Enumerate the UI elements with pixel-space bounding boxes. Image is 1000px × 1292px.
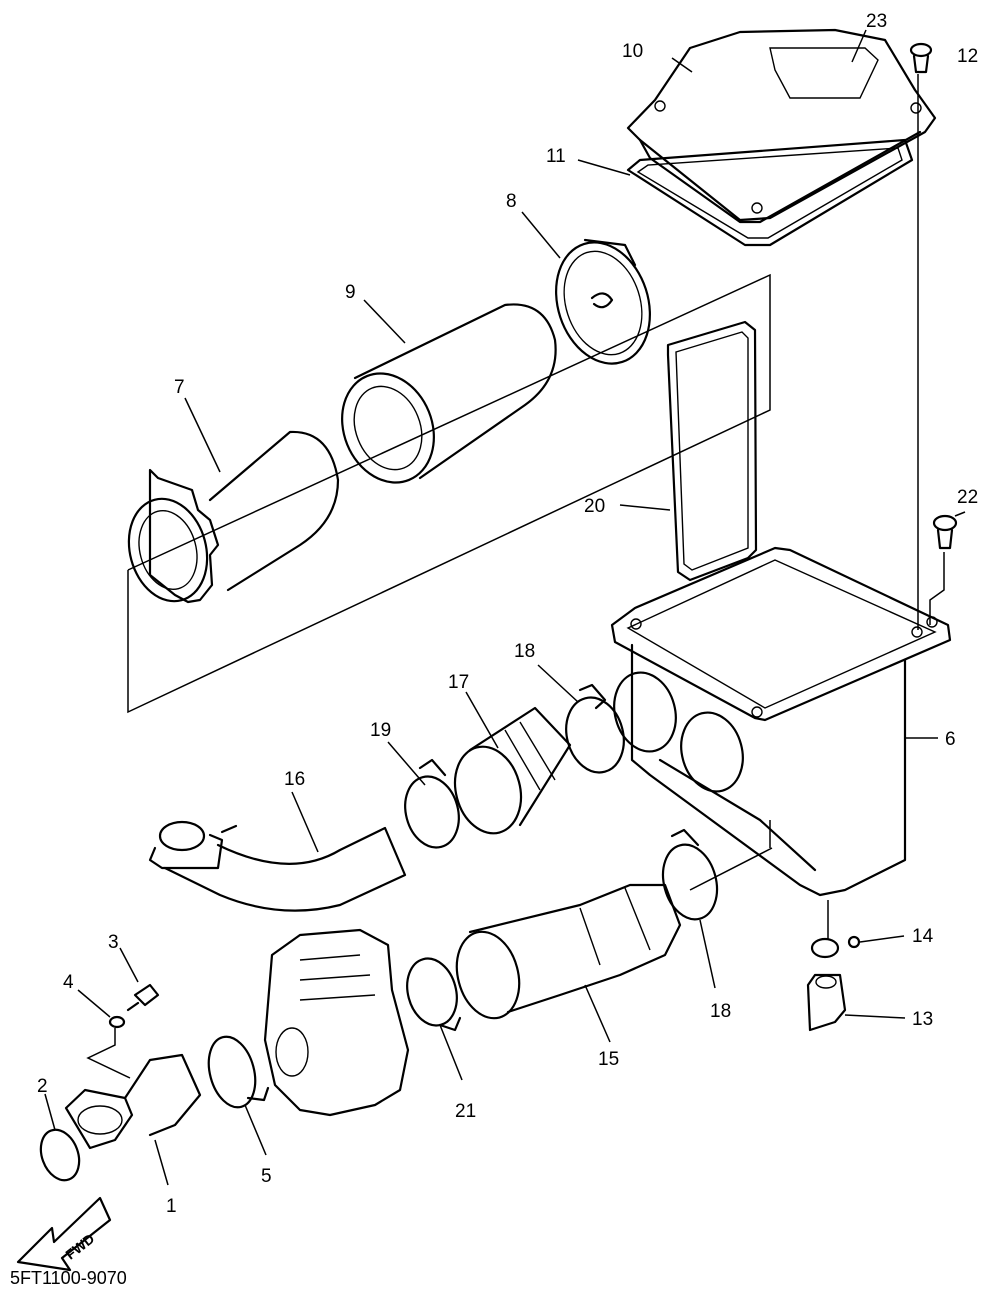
engine-outline bbox=[263, 928, 410, 1117]
callout-13: 13 bbox=[912, 1009, 933, 1030]
filter-cap bbox=[555, 238, 651, 365]
filter-sheet bbox=[666, 320, 758, 582]
callout-22: 22 bbox=[957, 487, 978, 508]
inner-filter bbox=[127, 430, 340, 604]
clamp-19 bbox=[404, 758, 460, 849]
intake-duct bbox=[148, 820, 407, 912]
callout-5: 5 bbox=[261, 1166, 272, 1187]
callout-6: 6 bbox=[945, 729, 956, 750]
clamp-21 bbox=[406, 957, 462, 1032]
air-filter-case bbox=[610, 546, 952, 897]
case-bolt bbox=[929, 514, 958, 625]
callout-2: 2 bbox=[37, 1076, 48, 1097]
callout-14: 14 bbox=[912, 926, 934, 947]
outer-filter-element bbox=[341, 303, 557, 484]
callout-11: 11 bbox=[546, 146, 566, 167]
forward-arrow: FWD bbox=[16, 1196, 112, 1272]
callout-8: 8 bbox=[506, 191, 517, 212]
carburetor-joint bbox=[455, 883, 682, 1020]
callout-12: 12 bbox=[957, 46, 978, 67]
callout-21: 21 bbox=[455, 1101, 476, 1122]
callout-10: 10 bbox=[622, 41, 643, 62]
diagram-code: 5FT1100-9070 bbox=[10, 1268, 127, 1288]
callout-18-upper: 18 bbox=[514, 641, 535, 662]
intake-manifold bbox=[64, 1053, 202, 1150]
callout-7: 7 bbox=[174, 377, 185, 398]
callout-17: 17 bbox=[448, 672, 469, 693]
manifold-bolt bbox=[126, 983, 160, 1012]
drain-clip bbox=[810, 900, 861, 959]
joint-boot bbox=[453, 706, 572, 835]
callout-18-lower: 18 bbox=[710, 1001, 731, 1022]
clamp-lower bbox=[661, 828, 719, 921]
callout-20: 20 bbox=[584, 496, 605, 517]
leader-lines bbox=[44, 29, 966, 1186]
callout-3: 3 bbox=[108, 932, 119, 953]
drain-pipe bbox=[806, 973, 847, 1032]
filter-group-bracket bbox=[127, 273, 771, 714]
callout-numbers: 1 2 3 4 5 6 7 8 9 10 11 12 13 14 15 16 1… bbox=[37, 11, 978, 1217]
air-box-cover bbox=[626, 28, 937, 224]
callout-1: 1 bbox=[166, 1196, 177, 1217]
callout-4: 4 bbox=[63, 972, 74, 993]
o-ring bbox=[39, 1128, 81, 1182]
callout-23: 23 bbox=[866, 11, 887, 32]
callout-19: 19 bbox=[370, 720, 391, 741]
clamp-5 bbox=[207, 1035, 270, 1109]
cover-gasket bbox=[626, 138, 914, 247]
cover-screw bbox=[909, 42, 933, 630]
callout-15: 15 bbox=[598, 1049, 619, 1070]
washer bbox=[86, 1015, 131, 1079]
callout-16: 16 bbox=[284, 769, 305, 790]
callout-9: 9 bbox=[345, 282, 356, 303]
